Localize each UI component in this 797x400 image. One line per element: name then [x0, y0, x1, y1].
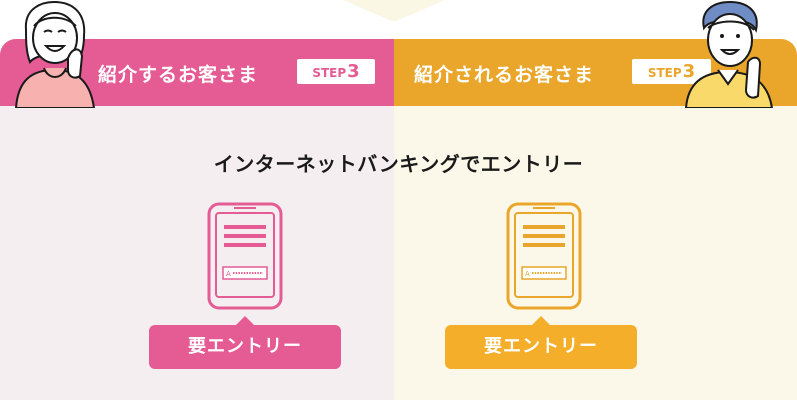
phone-entry-icon: A — [506, 202, 582, 310]
man-illustration — [684, 0, 774, 108]
section-heading: インターネットバンキングでエントリー — [213, 152, 584, 176]
phone-entry-icon: A — [207, 202, 283, 310]
svg-text:A: A — [226, 270, 231, 278]
step-number: 3 — [347, 61, 360, 82]
top-divider-arrow — [343, 0, 445, 22]
referrer-title: 紹介するお客さま — [98, 64, 259, 86]
referee-title: 紹介されるお客さま — [414, 64, 595, 86]
referrer-entry-button[interactable]: 要エントリー — [149, 316, 341, 369]
step-number: 3 — [682, 61, 696, 82]
step-label: STEP — [312, 66, 347, 80]
svg-text:A: A — [525, 270, 530, 278]
step-label: STEP — [647, 66, 682, 80]
referee-entry-button[interactable]: 要エントリー — [445, 316, 637, 369]
woman-illustration — [14, 0, 96, 108]
